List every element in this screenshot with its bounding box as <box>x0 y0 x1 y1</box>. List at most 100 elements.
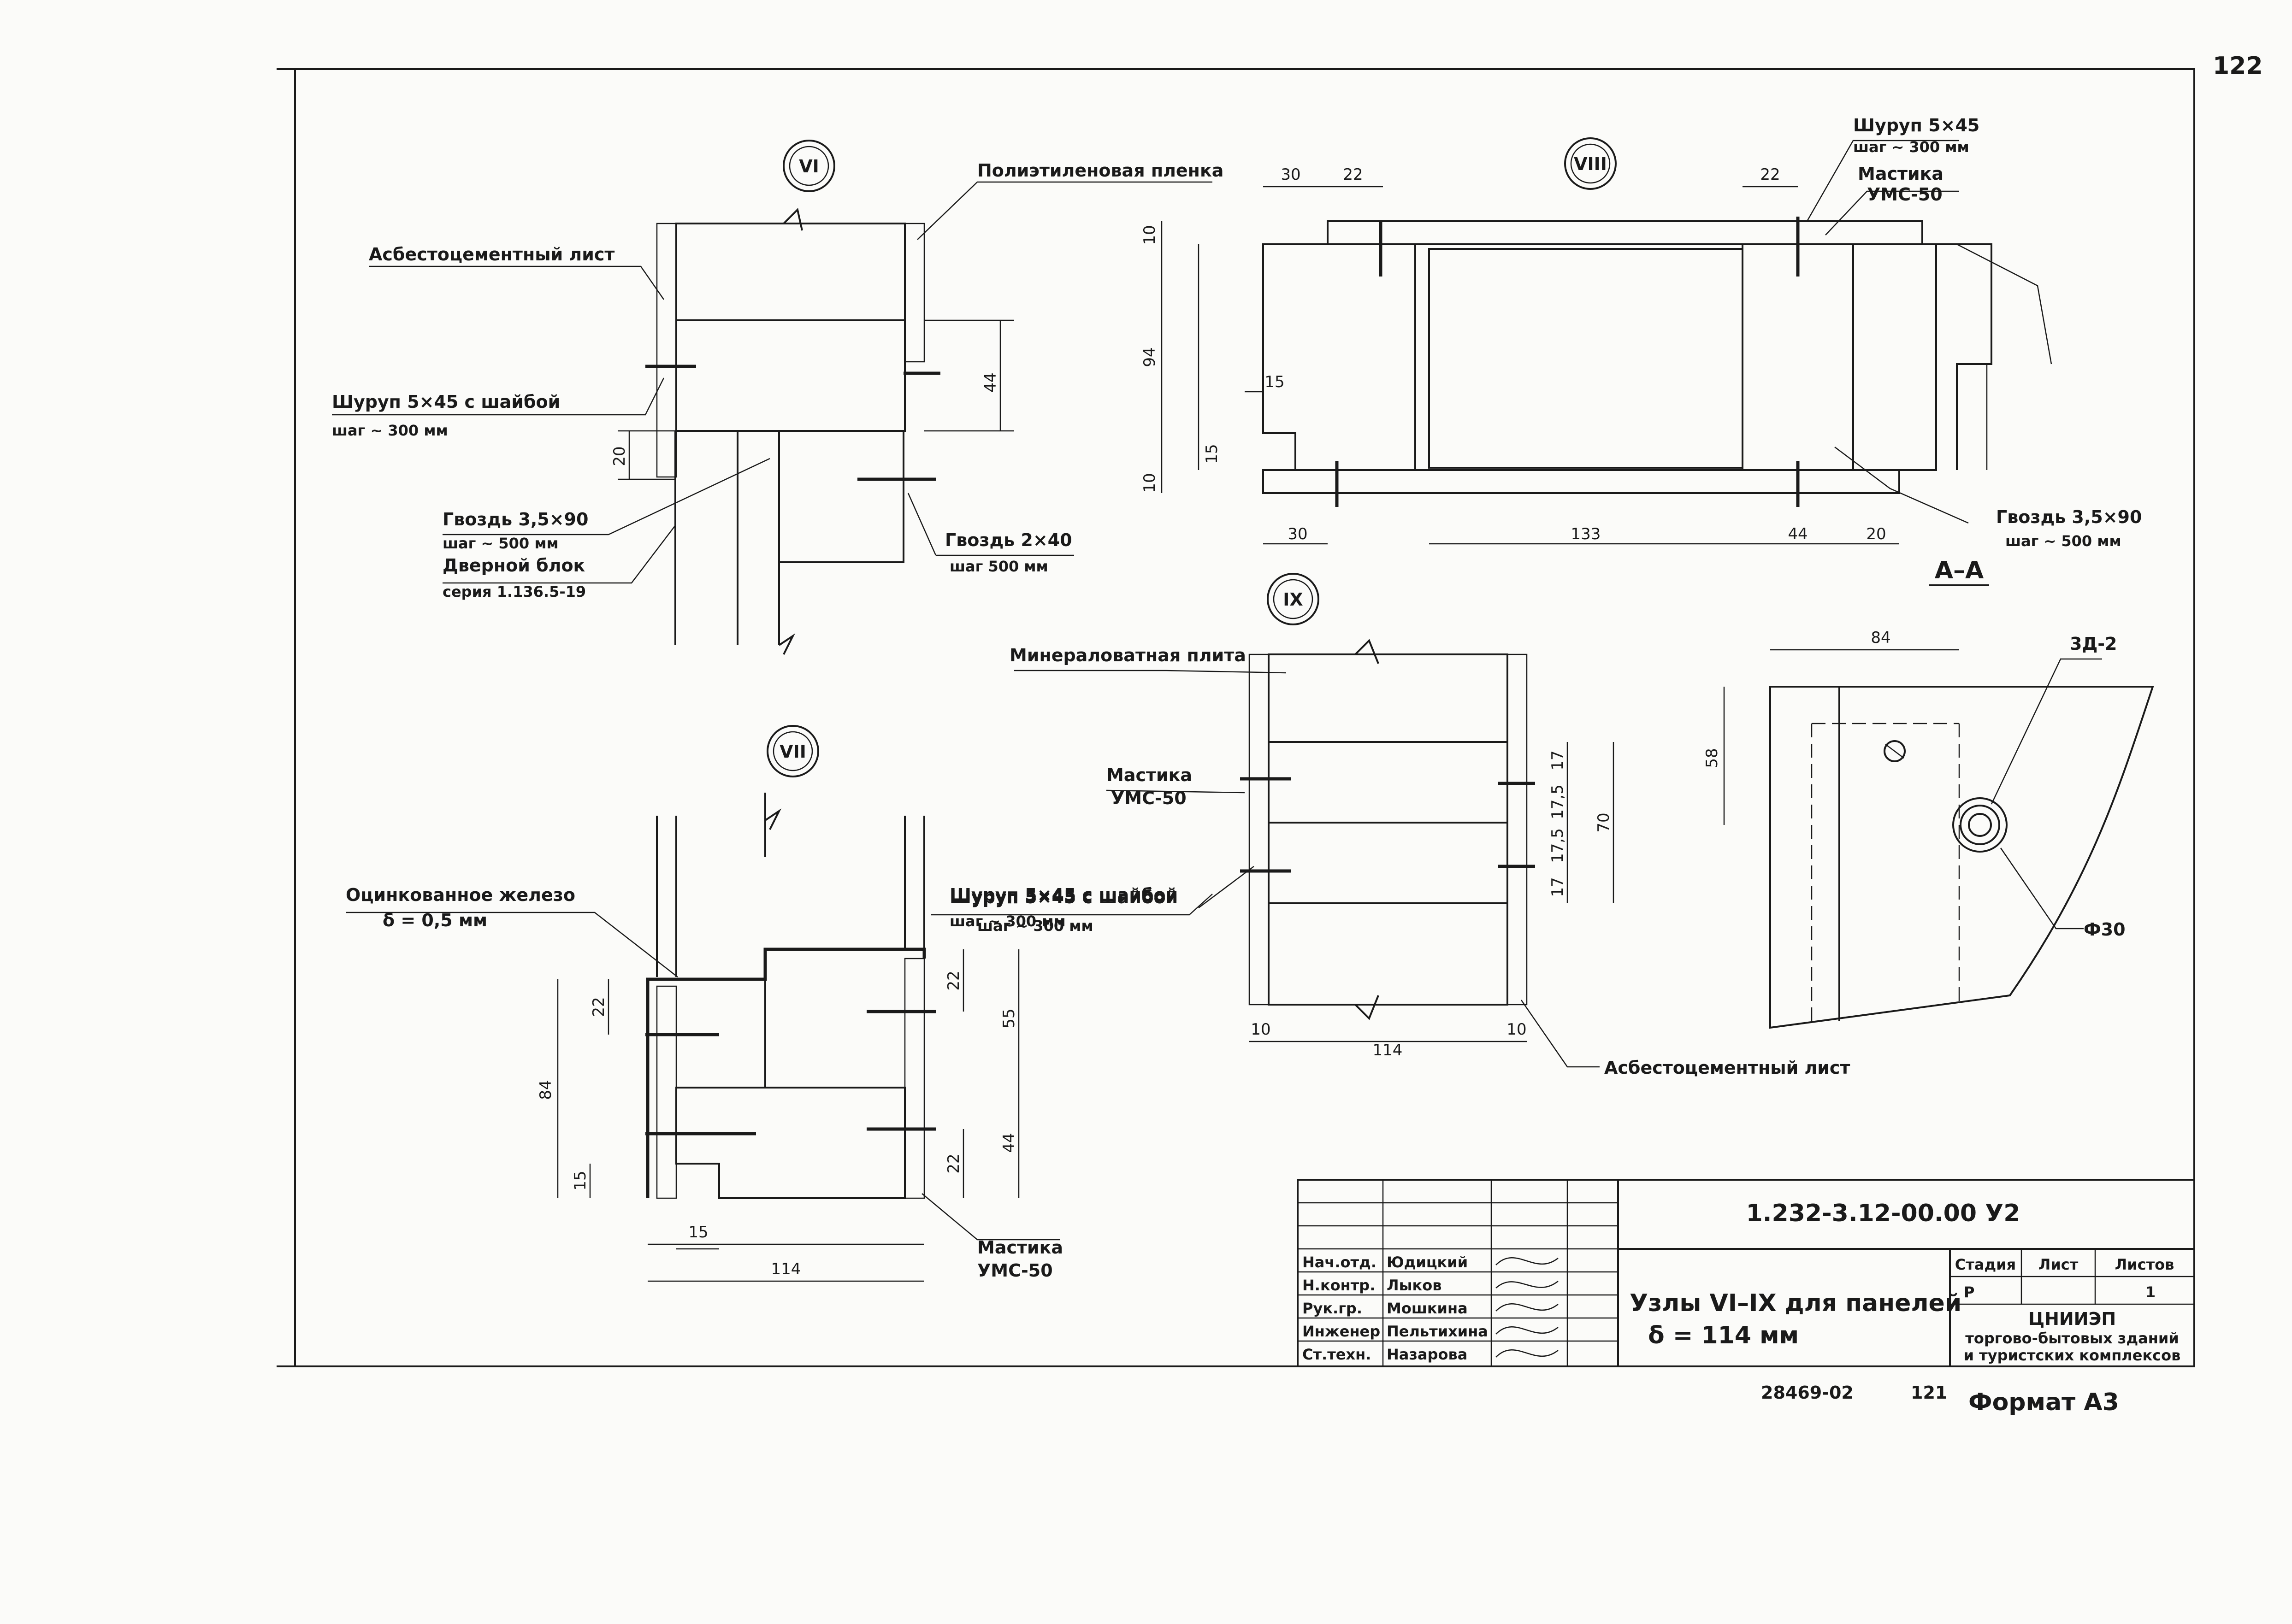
viii-dim-10a: 10 <box>1140 225 1159 245</box>
name-2: Лыков <box>1387 1277 1441 1294</box>
vii-dim-44: 44 <box>1000 1133 1018 1153</box>
ix-dim-114: 114 <box>1373 1041 1403 1059</box>
sheets-value: 1 <box>2145 1283 2156 1301</box>
viii-dim-30b: 30 <box>1288 525 1307 543</box>
ix-dim-17-5b: 17,5 <box>1548 828 1567 863</box>
vi-marker: VI <box>799 156 819 177</box>
ix-dim-17a: 17 <box>1548 750 1567 770</box>
vii-screw-label: Шуруп 5×45 с шайбой <box>950 887 1178 907</box>
viii-screw-step: шаг ~ 300 мм <box>1853 138 1969 156</box>
vi-nail2-label: Гвоздь 2×40 <box>945 530 1072 550</box>
section-aa <box>1723 649 2154 1029</box>
ix-asbestos-label: Асбестоцементный лист <box>1604 1058 1850 1078</box>
vi-film-label: Полиэтиленовая пленка <box>977 160 1223 181</box>
ix-screw-label: Шуруп 5×45 с шайбой <box>950 885 1178 905</box>
vi-nail2-step: шаг 500 мм <box>950 558 1048 575</box>
node-vii <box>346 725 1213 1282</box>
aa-dim-58: 58 <box>1703 748 1721 768</box>
aa-diameter-label: Ф30 <box>2084 919 2126 940</box>
viii-dim-15b: 15 <box>1203 444 1221 464</box>
viii-dim-20: 20 <box>1866 525 1886 543</box>
vii-mastic-type: УМС-50 <box>977 1260 1053 1281</box>
org-line-2: торгово-бытовых зданий <box>1965 1330 2179 1347</box>
ix-marker: IX <box>1283 589 1303 610</box>
vii-dim-84: 84 <box>537 1080 555 1100</box>
ix-dim-10a: 10 <box>1251 1020 1270 1039</box>
sheet-title-2: δ = 114 мм <box>1648 1322 1799 1349</box>
role-3: Рук.гр. <box>1302 1300 1362 1317</box>
format-label: Формат А3 <box>1968 1389 2119 1416</box>
role-2: Н.контр. <box>1302 1277 1375 1294</box>
ix-wool-label: Минераловатная плита <box>1010 645 1246 665</box>
name-4: Пельтихина <box>1387 1323 1488 1340</box>
node-ix <box>1014 573 1614 1068</box>
viii-dim-15a: 15 <box>1264 373 1284 391</box>
vii-thickness: δ = 0,5 мм <box>383 910 487 930</box>
vi-dim-44: 44 <box>981 372 1000 392</box>
name-1: Юдицкий <box>1387 1253 1468 1271</box>
viii-dim-133: 133 <box>1571 525 1601 543</box>
sheets-head: Листов <box>2115 1256 2174 1273</box>
vi-screw-label: Шуруп 5×45 с шайбой <box>332 392 560 412</box>
viii-section-label: А–А <box>1935 557 1984 584</box>
node-viii <box>1161 137 2052 586</box>
viii-dim-22b: 22 <box>1760 165 1780 184</box>
role-5: Ст.техн. <box>1302 1346 1371 1363</box>
stage-value: Р <box>1964 1283 1974 1301</box>
inventory-number: 28469-02 <box>1761 1383 1854 1403</box>
ix-screw-step: шаг ~ 300 мм <box>950 912 1066 930</box>
sheet-title-1: Узлы VI–IX для панелей <box>1630 1289 1961 1317</box>
ix-mastic-label: Мастика <box>1106 765 1192 785</box>
vii-dim-114: 114 <box>771 1260 801 1278</box>
viii-dim-10b: 10 <box>1140 473 1159 493</box>
vii-dim-22b: 22 <box>945 971 963 990</box>
vi-door-block: Дверной блок <box>443 555 585 576</box>
vii-marker: VII <box>780 741 806 762</box>
sheet-frame <box>277 68 2195 1367</box>
vi-nail-step: шаг ~ 500 мм <box>443 535 559 552</box>
vii-screw-step: шаг ~ 300 мм <box>977 917 1093 935</box>
sheet-head: Лист <box>2038 1256 2079 1273</box>
viii-screw-label: Шуруп 5×45 <box>1853 115 1979 135</box>
vii-dim-22c: 22 <box>945 1153 963 1173</box>
aa-dim-84: 84 <box>1871 629 1890 647</box>
org-name: ЦНИИЭП <box>2028 1309 2116 1329</box>
vii-dim-15a: 15 <box>571 1171 590 1190</box>
viii-dim-94: 94 <box>1140 347 1159 367</box>
aa-3d2-label: 3Д-2 <box>2070 634 2117 654</box>
viii-mastic-type: УМС-50 <box>1867 184 1943 205</box>
page-number: 122 <box>2213 52 2263 80</box>
viii-nail-step: шаг ~ 500 мм <box>2005 532 2121 550</box>
node-vi <box>332 140 1212 655</box>
inventory-page: 121 <box>1911 1383 1947 1403</box>
stage-head: Стадия <box>1955 1256 2016 1273</box>
viii-nail-label: Гвоздь 3,5×90 <box>1996 507 2142 527</box>
title-block <box>1297 1179 2195 1367</box>
name-3: Мошкина <box>1387 1300 1468 1317</box>
viii-mastic-label: Мастика <box>1858 164 1943 184</box>
vi-screw-step: шаг ~ 300 мм <box>332 422 448 439</box>
vii-dim-22a: 22 <box>590 997 608 1017</box>
vi-door-series: серия 1.136.5-19 <box>443 583 586 600</box>
role-1: Нач.отд. <box>1302 1253 1376 1271</box>
name-5: Назарова <box>1387 1346 1467 1363</box>
viii-dim-22a: 22 <box>1343 165 1363 184</box>
role-4: Инженер <box>1302 1323 1380 1340</box>
ix-dim-10b: 10 <box>1506 1020 1526 1039</box>
ix-dim-17-5a: 17,5 <box>1548 784 1567 819</box>
vii-dim-55: 55 <box>1000 1008 1018 1028</box>
doc-code: 1.232-3.12-00.00 У2 <box>1746 1200 2020 1227</box>
vii-dim-15b: 15 <box>688 1223 708 1242</box>
viii-dim-44: 44 <box>1788 525 1808 543</box>
ix-dim-70: 70 <box>1595 812 1613 832</box>
ix-dim-17b: 17 <box>1548 877 1567 897</box>
vii-mastic-label: Мастика <box>977 1237 1063 1258</box>
viii-marker: VIII <box>1574 154 1607 174</box>
vi-nail-label: Гвоздь 3,5×90 <box>443 509 588 530</box>
ix-mastic-type: УМС-50 <box>1111 788 1187 808</box>
org-line-3: и туристских комплексов <box>1964 1347 2181 1364</box>
vii-galvanized-label: Оцинкованное железо <box>346 885 575 905</box>
viii-dim-30a: 30 <box>1281 165 1300 184</box>
vi-asbestos-label: Асбестоцементный лист <box>369 244 614 265</box>
